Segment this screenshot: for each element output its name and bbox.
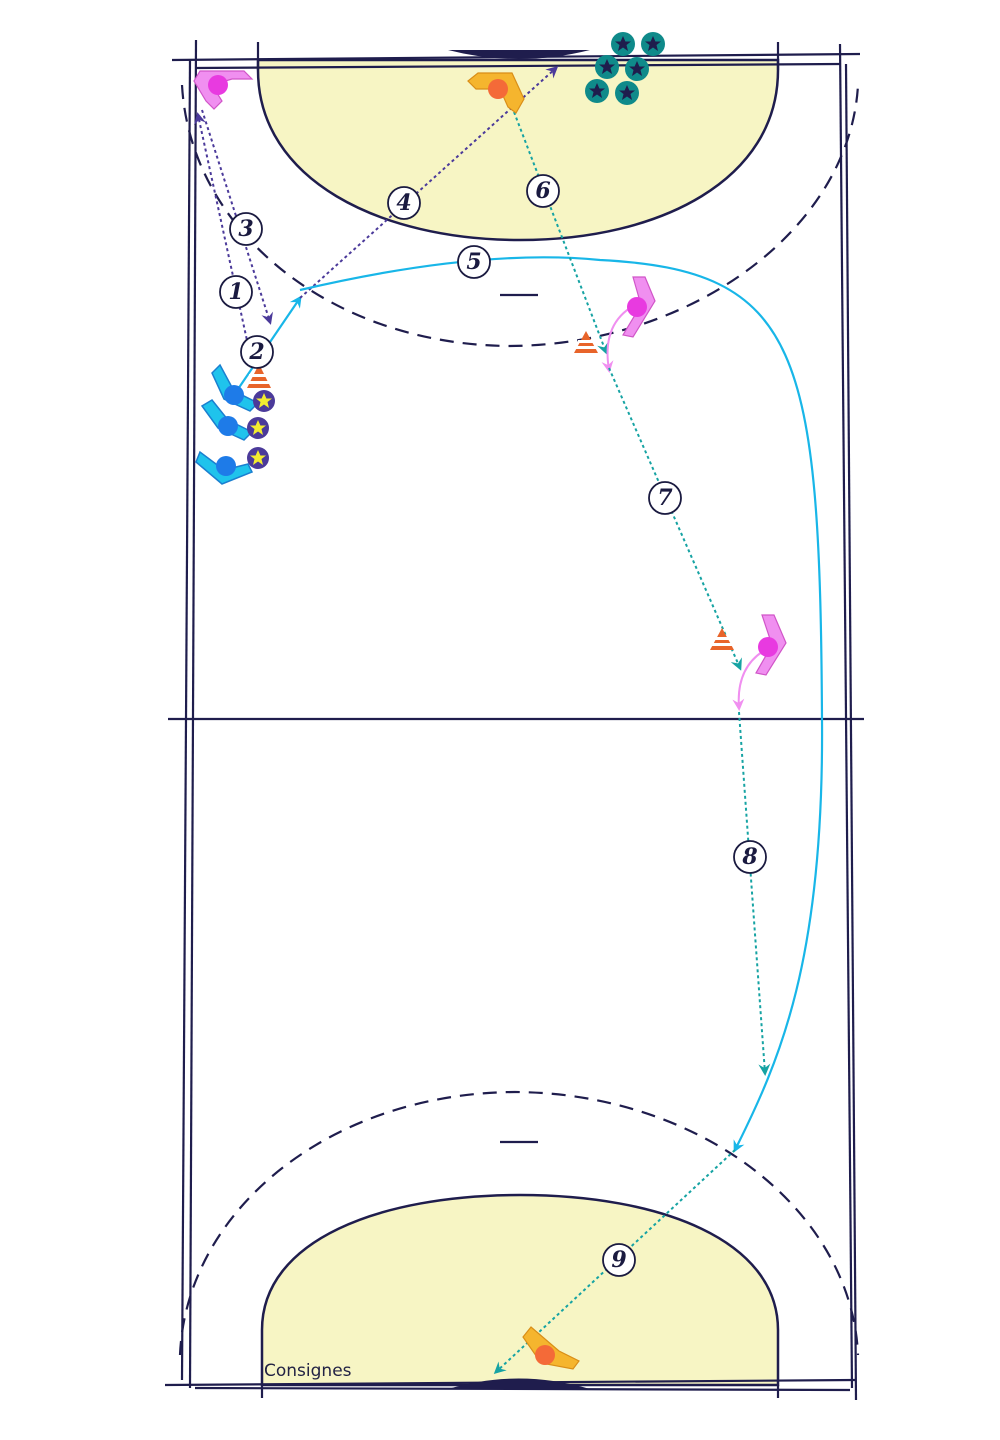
svg-text:6: 6 bbox=[535, 178, 550, 204]
pass-arrow-6 bbox=[513, 111, 609, 355]
pink-player-icon bbox=[755, 614, 787, 676]
pink-player-icon bbox=[193, 70, 254, 110]
caption-label: Consignes bbox=[264, 1361, 352, 1381]
cone-icon bbox=[710, 628, 734, 650]
ball-stack-icon bbox=[585, 32, 665, 105]
cone-icon bbox=[574, 331, 598, 353]
step-badge-4: 4 bbox=[387, 186, 421, 220]
bottom-free-throw-line bbox=[178, 1090, 860, 1356]
top-free-throw-line bbox=[180, 84, 860, 348]
pass-arrow-7 bbox=[608, 367, 742, 671]
bottom-goal-area bbox=[260, 1193, 780, 1387]
step-badge-6: 6 bbox=[526, 174, 560, 208]
pink-player-icon bbox=[622, 276, 656, 338]
attacker-player-icon bbox=[195, 447, 269, 485]
svg-text:8: 8 bbox=[741, 844, 757, 870]
svg-text:5: 5 bbox=[466, 249, 481, 275]
attacker-player-icon bbox=[200, 399, 269, 441]
step-badge-5: 5 bbox=[457, 245, 491, 279]
step-badge-3: 3 bbox=[229, 212, 263, 246]
svg-text:7: 7 bbox=[657, 485, 673, 511]
pass-arrow-8 bbox=[738, 711, 771, 1076]
svg-text:4: 4 bbox=[396, 190, 411, 216]
top-goal-area bbox=[256, 58, 780, 242]
goalkeeper-icon bbox=[522, 1326, 580, 1370]
svg-text:9: 9 bbox=[611, 1247, 626, 1273]
step-badges: 1 2 3 4 5 6 7 8 bbox=[219, 174, 767, 1277]
bottom-goal bbox=[448, 1378, 590, 1389]
step-badge-9: 9 bbox=[602, 1243, 636, 1277]
pass-arrow-3 bbox=[201, 109, 273, 325]
pink-run-arrow-2 bbox=[732, 649, 766, 711]
goalkeeper-icon bbox=[467, 72, 525, 114]
cone-icon bbox=[246, 364, 272, 388]
top-goal bbox=[448, 50, 590, 59]
step-badge-2: 2 bbox=[240, 335, 274, 369]
svg-text:2: 2 bbox=[248, 339, 264, 365]
step-badge-1: 1 bbox=[219, 275, 253, 309]
step-badge-8: 8 bbox=[733, 840, 767, 874]
pink-run-arrow-1 bbox=[601, 307, 631, 373]
run-arrow-5 bbox=[299, 256, 824, 1153]
svg-text:3: 3 bbox=[238, 216, 253, 242]
svg-text:1: 1 bbox=[228, 279, 243, 305]
step-badge-7: 7 bbox=[648, 481, 682, 515]
attacker-player-icon bbox=[211, 363, 275, 412]
